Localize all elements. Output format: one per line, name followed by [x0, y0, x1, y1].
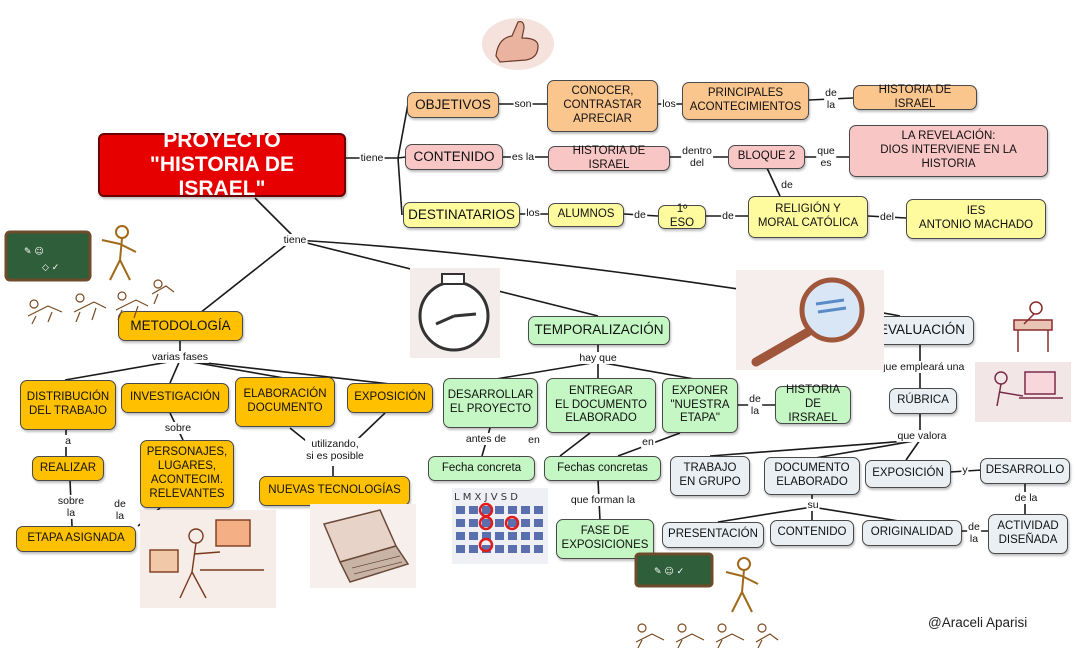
presentacion-node: PRESENTACIÓN — [662, 522, 764, 548]
teacher-figure-illustration — [101, 225, 137, 281]
chalkboard-illustration: ✎ ☺ ◇ ✓ — [4, 230, 92, 282]
label-en-1: en — [527, 433, 541, 447]
conocer-node: CONOCER, CONTRASTAR APRECIAR — [547, 80, 658, 132]
desarrollo-node: DESARROLLO — [980, 458, 1070, 484]
bloque2-node: BLOQUE 2 — [728, 145, 805, 169]
religion-node: RELIGIÓN Y MORAL CATÓLICA — [748, 196, 868, 238]
alumnos-node: ALUMNOS — [548, 203, 624, 227]
contenido-evaluacion-node: CONTENIDO — [770, 520, 854, 546]
laptop-illustration — [310, 504, 416, 588]
desarrollar-node: DESARROLLAR EL PROYECTO — [443, 378, 538, 428]
label-de-la-4: de la — [967, 520, 981, 546]
historia-israel-contenido-node: HISTORIA DE ISRAEL — [548, 145, 670, 171]
label-de-la-3: de la — [748, 392, 762, 418]
documento-elaborado-node: DOCUMENTO ELABORADO — [764, 457, 860, 495]
investigacion-node: INVESTIGACIÓN — [121, 383, 229, 413]
author-signature: @Araceli Aparisi — [928, 615, 1028, 630]
computer-student-illustration — [975, 362, 1071, 422]
ies-node: IES ANTONIO MACHADO — [906, 199, 1046, 239]
students-desks-illustration-2 — [635, 623, 779, 649]
svg-text:✎ ☺: ✎ ☺ — [24, 246, 44, 257]
label-en-2: en — [641, 435, 655, 449]
label-su: su — [806, 498, 820, 512]
label-los-2: los — [525, 206, 541, 220]
elaboracion-node: ELABORACIÓN DOCUMENTO — [235, 377, 335, 427]
label-que-forman-la: que forman la — [569, 493, 637, 507]
historia-israel-objetivos-node: HISTORIA DE ISRAEL — [853, 84, 977, 110]
svg-text:◇ ✓: ◇ ✓ — [42, 263, 59, 273]
personajes-node: PERSONAJES, LUGARES, ACONTECIM. RELEVANT… — [140, 440, 234, 508]
evaluacion-node: EVALUACIÓN — [870, 316, 974, 345]
principales-node: PRINCIPALES ACONTECIMIENTOS — [682, 82, 809, 120]
label-tiene-2: tiene — [282, 233, 308, 247]
label-los-1: los — [661, 97, 677, 111]
students-desks-illustration — [27, 279, 175, 325]
fechas-concretas-node: Fechas concretas — [544, 456, 661, 481]
calendar-header: L M X J V S D — [454, 492, 518, 503]
temporalizacion-node: TEMPORALIZACIÓN — [528, 316, 670, 345]
destinatarios-node: DESTINATARIOS — [403, 202, 520, 228]
exponer-node: EXPONER "NUESTRA ETAPA" — [662, 378, 738, 433]
label-de-2: de — [633, 208, 647, 222]
fase-exposiciones-node: FASE DE EXPOSICIONES — [556, 519, 654, 559]
label-utilizando: utilizando, si es posible — [305, 437, 365, 463]
exposicion-metodologia-node: EXPOSICIÓN — [347, 383, 433, 413]
actividad-node: ACTIVIDAD DISEÑADA — [988, 514, 1068, 554]
rubrica-node: RÚBRICA — [889, 388, 957, 414]
label-sobre-la: sobre la — [56, 494, 86, 520]
label-tiene-1: tiene — [359, 151, 385, 165]
distribucion-node: DISTRIBUCIÓN DEL TRABAJO — [20, 380, 116, 430]
revelacion-node: LA REVELACIÓN: DIOS INTERVIENE EN LA HIS… — [849, 125, 1048, 177]
label-de-la-2: de la — [113, 497, 127, 523]
label-de-la-5: de la — [1013, 491, 1039, 505]
contenido-node: CONTENIDO — [405, 144, 503, 170]
label-de-1: de — [780, 178, 794, 192]
label-dentro-del: dentro del — [681, 144, 713, 170]
calendar-illustration: L M X J V S D — [452, 488, 548, 564]
label-de-3: de — [721, 209, 735, 223]
metodologia-node: METODOLOGÍA — [118, 311, 243, 341]
label-hay-que: hay que — [578, 351, 618, 365]
label-del: del — [878, 210, 896, 224]
magnifier-illustration — [736, 270, 884, 370]
nuevas-tecnologias-node: NUEVAS TECNOLOGÍAS — [259, 476, 410, 506]
label-es-la: es la — [510, 150, 536, 164]
entregar-node: ENTREGAR EL DOCUMENTO ELABORADO — [546, 378, 656, 433]
fecha-concreta-node: Fecha concreta — [428, 456, 535, 481]
originalidad-node: ORIGINALIDAD — [862, 520, 962, 546]
teacher-figure-illustration-2 — [725, 557, 759, 613]
chalkboard-illustration-2: ✎ ☺ ✓ — [634, 552, 714, 588]
eso-node: 1º ESO — [658, 203, 706, 229]
desk-student-illustration — [1013, 301, 1053, 352]
label-antes-de: antes de — [464, 432, 508, 446]
trabajo-grupo-node: TRABAJO EN GRUPO — [670, 456, 750, 496]
exposicion-evaluacion-node: EXPOSICIÓN — [865, 460, 951, 488]
label-sobre: sobre — [163, 421, 193, 435]
etapa-node: ETAPA ASIGNADA — [16, 526, 136, 552]
label-que-es: que es — [816, 144, 836, 170]
computers-group-illustration — [140, 510, 276, 608]
thumbs-up-illustration — [482, 18, 554, 70]
label-a: a — [64, 434, 72, 448]
historia-irsrael-node: HISTORIA DE IRSRAEL — [775, 384, 851, 424]
root-project-node: PROYECTO "HISTORIA DE ISRAEL" — [98, 129, 346, 200]
label-y: y — [961, 463, 969, 477]
label-de-la-1: de la — [824, 86, 838, 112]
label-son: son — [513, 97, 533, 111]
label-que-empleara: que empleará una — [878, 360, 966, 374]
clock-illustration — [410, 268, 500, 358]
label-varias-fases: varias fases — [150, 350, 210, 364]
objetivos-node: OBJETIVOS — [407, 92, 499, 118]
svg-text:✎ ☺ ✓: ✎ ☺ ✓ — [654, 566, 684, 577]
label-que-valora: que valora — [896, 429, 948, 443]
realizar-node: REALIZAR — [32, 456, 104, 481]
